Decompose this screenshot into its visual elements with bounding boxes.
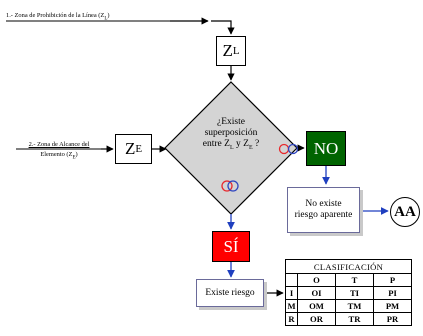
no-risk-line1: No existe (305, 199, 342, 209)
element-zone-label-2: Elemento (ZE) (16, 151, 102, 161)
si-label: SÍ (223, 236, 239, 256)
overlap-circle-red (221, 180, 233, 192)
ze-main: Z (124, 139, 136, 158)
table-cell: TI (335, 286, 374, 300)
question-line3: entre ZL y ZE ? (181, 139, 281, 154)
no-risk-line2: riesgo aparente (294, 210, 353, 220)
no-risk-text: No existe riesgo aparente (295, 199, 353, 221)
element-zone-line1: 2.- Zona de Alcance del (28, 141, 90, 148)
table-cell: OI (297, 286, 336, 300)
ze-sub: E (135, 143, 143, 155)
question-line3-sub1: L (229, 144, 234, 151)
question-line1: ¿Existe (217, 117, 245, 127)
question-line3-b: y Z (233, 139, 249, 149)
no-box: NO (306, 131, 346, 166)
table-row: R OR TR PR (285, 312, 413, 326)
element-zone-sub: E (72, 155, 76, 161)
table-cell: PM (372, 299, 413, 313)
table-cell: OM (297, 299, 336, 313)
overlap-circle-blue (227, 180, 239, 192)
classification-header-row: O T P (285, 273, 413, 287)
row-header: R (285, 312, 298, 326)
aa-label: AA (394, 203, 416, 220)
table-cell: PI (372, 286, 413, 300)
no-risk-box: No existe riesgo aparente (287, 187, 360, 233)
risk-label: Existe riesgo (205, 287, 255, 298)
row-header: I (285, 286, 298, 300)
line-zone-label: 1.- Zona de Prohibición de la Línea (ZL) (6, 12, 110, 22)
line-zone-close: ) (107, 12, 110, 19)
arrow-corner-to-zl (211, 20, 235, 35)
table-cell: TR (335, 312, 374, 326)
no-label: NO (313, 138, 339, 158)
separate-circle-blue (287, 143, 299, 155)
column-header: T (335, 273, 374, 287)
line-zone-text: 1.- Zona de Prohibición de la Línea (Z (6, 12, 105, 19)
zl-main: Z (222, 41, 233, 60)
element-zone-line2: Elemento (Z (40, 151, 73, 158)
element-zone-close: ) (75, 151, 78, 158)
question-line2: superposición (204, 128, 258, 138)
table-cell: TM (335, 299, 374, 313)
column-header (285, 273, 298, 287)
table-cell: PR (372, 312, 413, 326)
zl-sub: L (232, 45, 240, 57)
question-line3-c: ? (252, 139, 260, 149)
si-box: SÍ (212, 231, 250, 262)
element-zone-label: 2.- Zona de Alcance del (16, 141, 102, 148)
line-zone-sub: L (104, 16, 108, 22)
classification-table: CLASIFICACIÓN O T P I OI TI PI M OM TM P… (284, 259, 413, 326)
row-header: M (285, 299, 298, 313)
column-header: P (372, 273, 413, 287)
table-row: M OM TM PM (285, 299, 413, 313)
table-cell: OR (297, 312, 336, 326)
question-line3-a: entre Z (202, 139, 230, 149)
classification-title-row: CLASIFICACIÓN (284, 259, 413, 274)
column-header: O (297, 273, 336, 287)
question-line3-sub2: E (248, 144, 253, 151)
risk-box: Existe riesgo (196, 279, 264, 307)
aa-connector: AA (390, 197, 420, 227)
decision-question: ¿Existe superposición entre ZL y ZE ? (181, 117, 281, 154)
table-row: I OI TI PI (285, 286, 413, 300)
classification-title: CLASIFICACIÓN (284, 259, 413, 274)
